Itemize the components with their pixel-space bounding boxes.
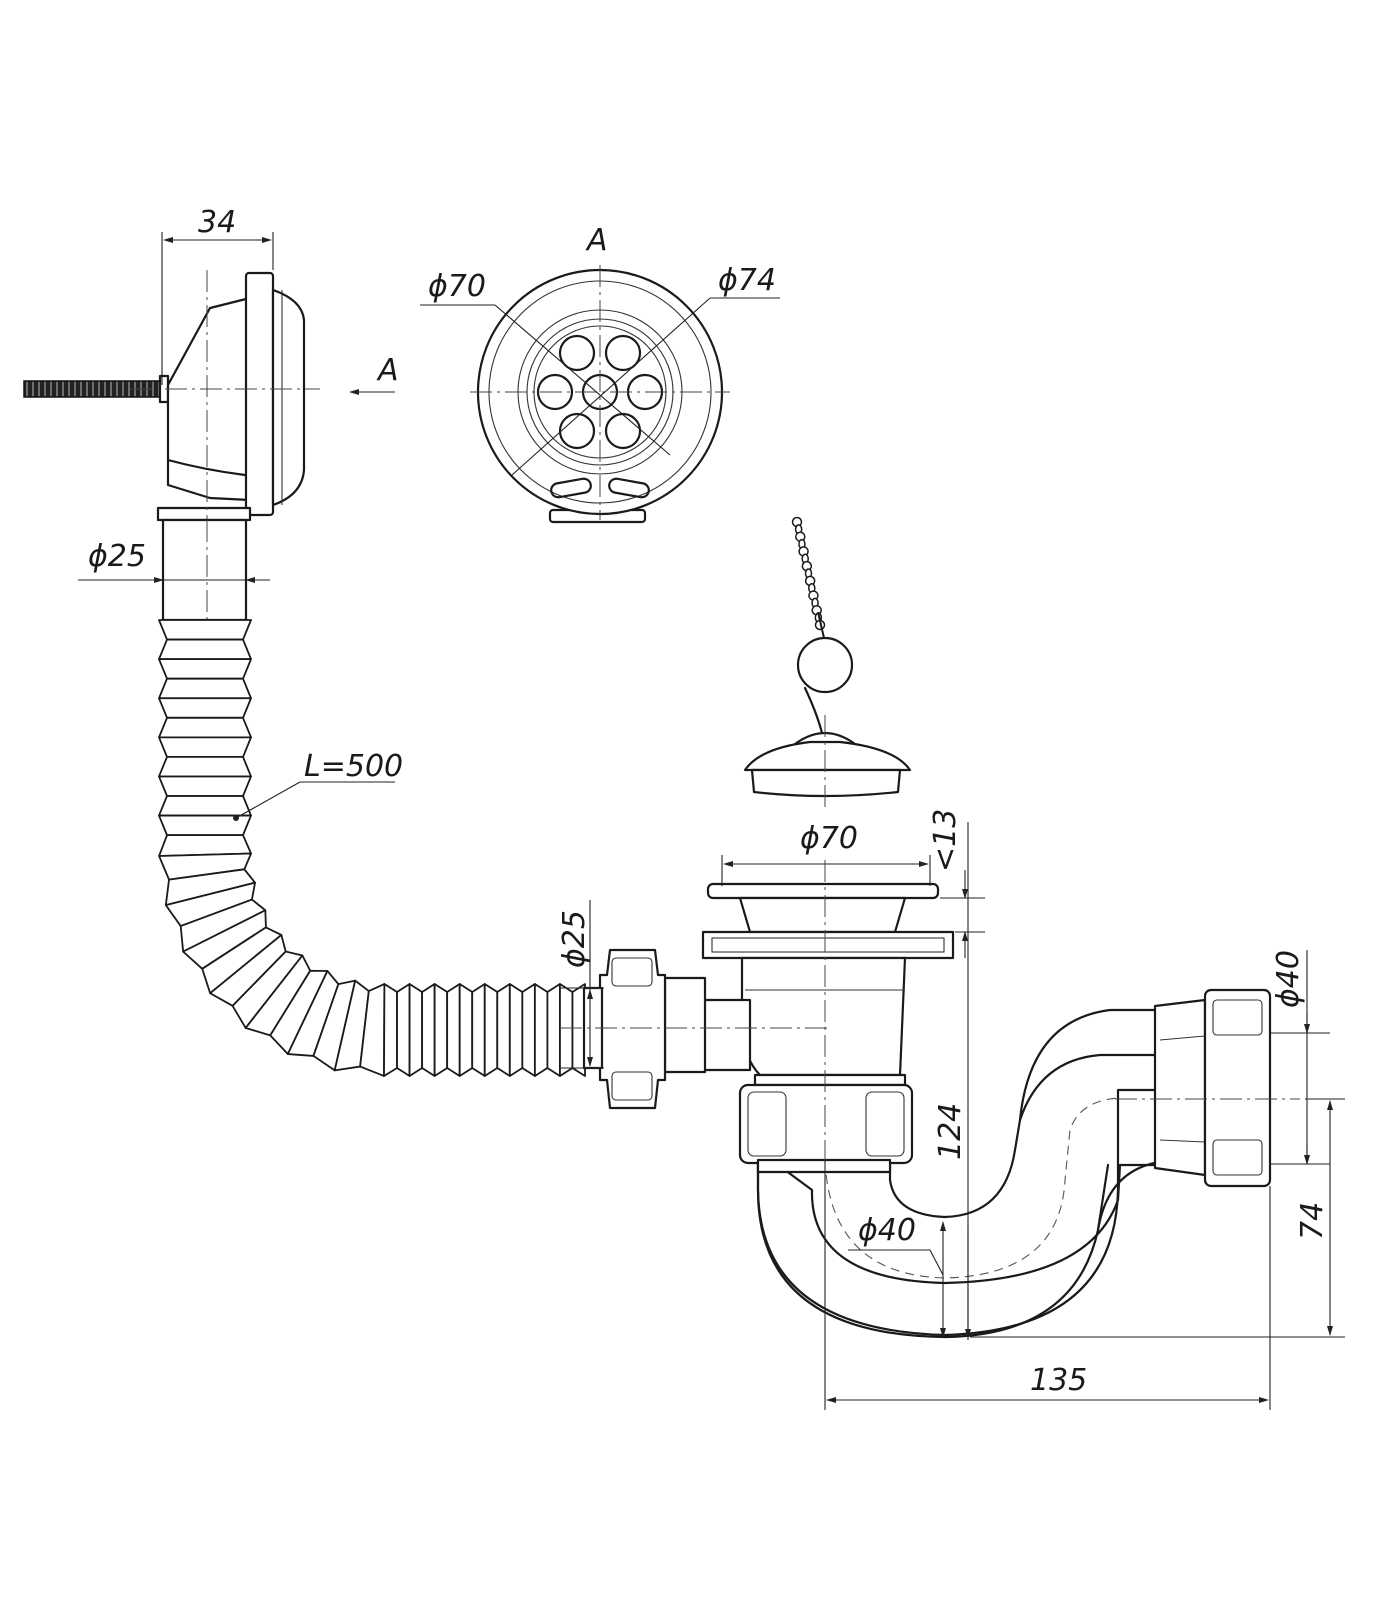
dim-124-label: 124 (933, 1103, 968, 1160)
hose-corrugation-segment (158, 658, 252, 680)
stopper-plug (750, 768, 902, 798)
hose-corrugation-segment (458, 983, 474, 1077)
hose-corrugation-segment (446, 983, 461, 1077)
hose-length-leader (235, 781, 301, 819)
trap-inlet-sleeve (756, 1158, 892, 1174)
drain-body (740, 956, 907, 1077)
sleeve-detail-2 (1159, 1139, 1206, 1143)
hose-corrugation-segment (158, 795, 252, 817)
hose-corrugation-segment (158, 716, 252, 739)
overflow-hose: ϕ25 L=500 (78, 518, 586, 1077)
hose-length-leader-dot (233, 815, 239, 821)
dim-phi40-trap-label: ϕ40 (858, 1213, 916, 1248)
hose-corrugation-segment (496, 983, 511, 1077)
trap-outlet-lower (1096, 1160, 1162, 1232)
grate-slot (550, 477, 592, 499)
view-arrow-a-label: A (376, 353, 399, 388)
union-nut-face-left (747, 1091, 787, 1157)
trap-u-inner (888, 1053, 1157, 1219)
hose-corrugation-segment (559, 983, 574, 1077)
trap-hidden-centerline (824, 1097, 1121, 1279)
chain-hook (817, 611, 825, 639)
sleeve-detail-1 (1159, 1035, 1206, 1041)
hose-smooth-section (161, 518, 248, 622)
trap-outlet-nut (1203, 988, 1272, 1188)
dim-13-label: <13 (928, 809, 963, 872)
trap-u-outer (756, 1148, 1110, 1339)
hose-corrugation-segment (158, 775, 252, 797)
hose-corrugation-segment (408, 983, 423, 1077)
view-a-grate: A ϕ70 ϕ74 (420, 223, 780, 524)
side-inlet-nut (598, 948, 667, 1110)
stopper-chain (791, 516, 826, 639)
grate-hole (604, 334, 642, 372)
drain-thread-band (753, 1073, 907, 1087)
drain-and-trap: ϕ70 <13 124 ϕ40 ϕ40 74 135 (557, 809, 1345, 1410)
trap-outlet-upper (1018, 1008, 1162, 1122)
overflow-body-edge (166, 458, 247, 477)
hose-corrugation-segment (421, 983, 436, 1077)
trap-bend-outer (756, 1088, 1162, 1337)
hose-corrugation-segment (383, 983, 398, 1077)
hose-corrugations (158, 619, 586, 1077)
hose-corrugation-segment (571, 983, 586, 1077)
dim-phi25-side-label: ϕ25 (557, 910, 592, 968)
hose-corrugation-segment (533, 983, 549, 1077)
overflow-flange (244, 271, 275, 517)
side-nut-face-bottom (611, 1071, 653, 1101)
drain-union-nut (738, 1083, 914, 1165)
dim-34-label: 34 (198, 205, 236, 240)
dim-phi70-body-label: ϕ70 (800, 821, 858, 856)
overflow-cap (271, 288, 306, 507)
hose-corrugation-segment (508, 983, 524, 1077)
stopper-ring (796, 636, 854, 694)
drain-strainer-neck (738, 896, 907, 934)
dim-phi70-view-leader (494, 304, 671, 456)
drain-seal-washer (701, 930, 955, 960)
dim-135-label: 135 (1030, 1363, 1087, 1398)
hose-corrugation-segment (546, 983, 561, 1077)
hose-corrugation-segment (158, 619, 252, 641)
hose-corrugation-segment (433, 983, 449, 1077)
hose-corrugation-segment (521, 983, 536, 1077)
trap-outlet-sleeve (1153, 998, 1207, 1177)
hose-corrugation-segment (158, 697, 252, 719)
side-inlet-pipe (698, 998, 752, 1072)
stopper-with-chain (743, 516, 912, 810)
hose-corrugation-segment (471, 983, 486, 1077)
hose-corrugation-segment (396, 983, 411, 1077)
overflow-collar (156, 506, 252, 522)
drain-top-flange (706, 882, 940, 900)
grate-hole (536, 373, 574, 411)
dim-phi25-top-label: ϕ25 (88, 539, 146, 574)
hose-corrugation-segment (158, 756, 252, 778)
hose-corrugation-segment (483, 983, 499, 1077)
nut-face-top (1212, 999, 1263, 1036)
grate-hole (558, 412, 596, 450)
stopper-cap (743, 740, 912, 772)
dim-phi74-view-label: ϕ74 (718, 263, 776, 298)
nut-face-bottom (1212, 1139, 1263, 1176)
grate-hole (558, 334, 596, 372)
side-inlet-sleeve (663, 976, 707, 1074)
dim-74-label: 74 (1295, 1202, 1330, 1240)
side-nut-face-top (611, 957, 653, 987)
hose-length-label: L=500 (304, 749, 403, 784)
overflow-assembly: 34 A (23, 205, 399, 640)
hose-corrugation-segment (158, 834, 252, 857)
dim-phi40-trap-leader (929, 1249, 944, 1276)
washer-detail (711, 937, 945, 953)
union-nut-face-right (865, 1091, 905, 1157)
view-a-title: A (585, 223, 608, 258)
grate-slot (608, 477, 650, 499)
hose-corrugation-segment (158, 638, 252, 661)
dim-phi40-outlet-label: ϕ40 (1271, 950, 1306, 1008)
dim-phi74-view-leader (511, 297, 711, 476)
hose-corrugation-segment (158, 677, 252, 700)
hose-corrugation-segment (158, 736, 252, 758)
dim-phi70-view-label: ϕ70 (428, 269, 486, 304)
